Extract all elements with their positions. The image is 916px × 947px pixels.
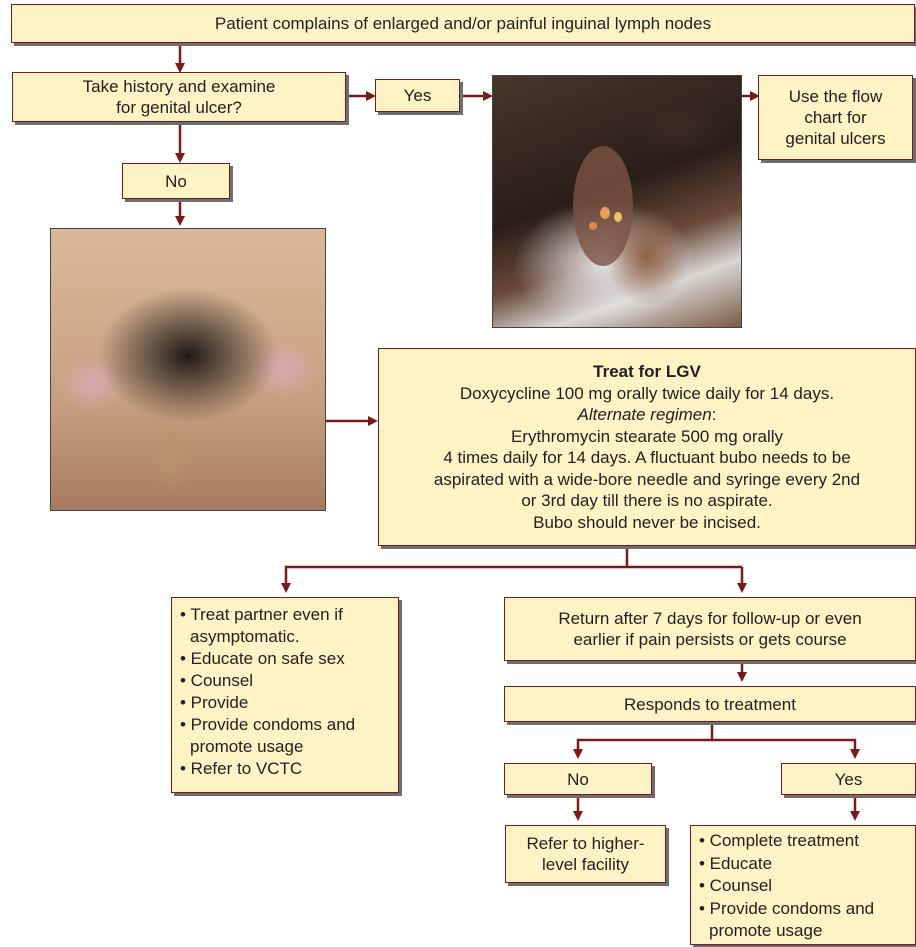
responds-text: Responds to treatment bbox=[624, 694, 796, 715]
history-box: Take history and examine for genital ulc… bbox=[12, 72, 346, 122]
responds-box: Responds to treatment bbox=[504, 686, 916, 722]
list-item: • Provide condoms and bbox=[180, 714, 355, 736]
partner-care-list: • Treat partner even if asymptomatic. • … bbox=[180, 604, 355, 780]
no-box: No bbox=[122, 163, 230, 199]
treat-line6: Bubo should never be incised. bbox=[533, 512, 761, 534]
complete-treatment-box: • Complete treatment • Educate • Counsel… bbox=[690, 825, 916, 945]
yes-label: Yes bbox=[404, 85, 432, 106]
return-line2: earlier if pain persists or gets course bbox=[573, 629, 846, 650]
history-line1: Take history and examine bbox=[83, 76, 276, 97]
branch-responds bbox=[578, 722, 712, 756]
partner-care-box: • Treat partner even if asymptomatic. • … bbox=[171, 597, 399, 793]
refer-line2: level facility bbox=[542, 854, 629, 875]
treat-title: Treat for LGV bbox=[593, 361, 701, 383]
list-item: • Provide bbox=[180, 692, 355, 714]
no-label: No bbox=[165, 171, 187, 192]
return-line1: Return after 7 days for follow-up or eve… bbox=[558, 608, 861, 629]
ulcer-flow-line3: genital ulcers bbox=[785, 128, 885, 149]
treat-line5: or 3rd day till there is no aspirate. bbox=[521, 490, 772, 512]
start-box: Patient complains of enlarged and/or pai… bbox=[11, 4, 915, 43]
ulcer-flow-line1: Use the flow bbox=[789, 86, 883, 107]
genital-ulcer-photo bbox=[492, 75, 742, 328]
list-item: • Counsel bbox=[699, 875, 874, 898]
complete-treatment-list: • Complete treatment • Educate • Counsel… bbox=[699, 830, 874, 943]
responds-yes-label: Yes bbox=[835, 769, 863, 790]
responds-yes-box: Yes bbox=[781, 763, 916, 795]
history-line2: for genital ulcer? bbox=[116, 97, 242, 118]
responds-no-box: No bbox=[504, 763, 652, 795]
list-item: • Complete treatment bbox=[699, 830, 874, 853]
ulcer-lesion-marks bbox=[493, 76, 743, 329]
yes-box: Yes bbox=[375, 79, 460, 112]
responds-no-label: No bbox=[567, 769, 589, 790]
list-item: • Counsel bbox=[180, 670, 355, 692]
inguinal-lymph-node-photo bbox=[50, 228, 326, 511]
treat-line2: Erythromycin stearate 500 mg orally bbox=[511, 426, 783, 448]
list-item: • Educate bbox=[699, 853, 874, 876]
list-item: • Treat partner even if bbox=[180, 604, 355, 626]
list-item: promote usage bbox=[180, 736, 355, 758]
ulcer-flow-line2: chart for bbox=[804, 107, 866, 128]
list-item: • Provide condoms and bbox=[699, 898, 874, 921]
ulcer-flow-box: Use the flow chart for genital ulcers bbox=[758, 75, 913, 160]
list-item: • Educate on safe sex bbox=[180, 648, 355, 670]
treat-line1: Doxycycline 100 mg orally twice daily fo… bbox=[460, 383, 834, 405]
treat-alt: Alternate regimen: bbox=[578, 404, 717, 426]
treat-line4: aspirated with a wide-bore needle and sy… bbox=[434, 469, 860, 491]
refer-box: Refer to higher- level facility bbox=[505, 825, 666, 883]
list-item: • Refer to VCTC bbox=[180, 758, 355, 780]
treat-lgv-box: Treat for LGV Doxycycline 100 mg orally … bbox=[378, 348, 916, 546]
return-followup-box: Return after 7 days for follow-up or eve… bbox=[504, 597, 916, 661]
treat-line3: 4 times daily for 14 days. A fluctuant b… bbox=[443, 447, 850, 469]
refer-line1: Refer to higher- bbox=[526, 833, 644, 854]
branch-treat-down bbox=[286, 546, 627, 590]
start-text: Patient complains of enlarged and/or pai… bbox=[215, 13, 711, 34]
list-item: asymptomatic. bbox=[180, 626, 355, 648]
list-item: promote usage bbox=[699, 920, 874, 943]
